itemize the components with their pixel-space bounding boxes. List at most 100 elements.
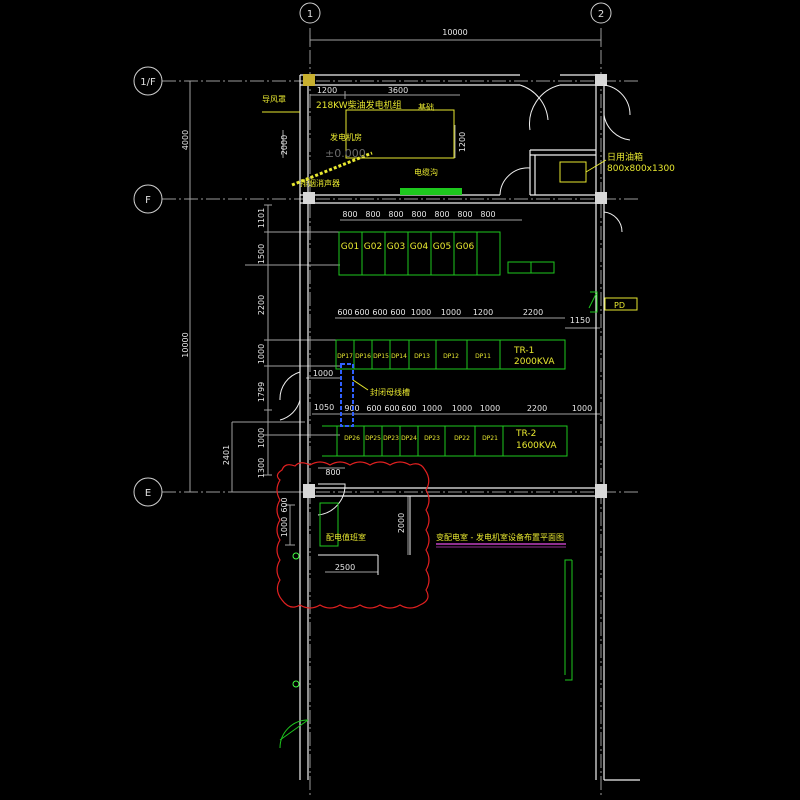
dim-room-2000: 2000 [397, 513, 406, 533]
dim-row2-4: 1000 [411, 308, 431, 317]
exhaust-duct [291, 151, 373, 187]
dim-1500: 1500 [257, 244, 266, 264]
muffler-label: 排烟消声器 [300, 178, 340, 188]
dim-room-2500: 2500 [335, 563, 355, 572]
dim-row2-0: 600 [337, 308, 352, 317]
generator-room-label: 发电机房 [330, 132, 362, 142]
dim-row1-5: 800 [457, 210, 472, 219]
panel-g05: G05 [433, 242, 451, 252]
panel-dp23a: DP23 [383, 435, 399, 442]
oil-tank [559, 161, 587, 183]
transformer-tr1-capacity: 2000KVA [514, 357, 555, 367]
dim-1300: 1300 [257, 458, 266, 478]
axis-label-e: E [145, 488, 151, 499]
panel-dp25: DP25 [365, 435, 381, 442]
transformer-tr1-name: TR-1 [513, 346, 534, 356]
panel-dp12: DP12 [443, 353, 459, 360]
revision-cloud [276, 461, 430, 609]
cable-trench-label: 电缆沟 [414, 167, 438, 177]
dim-2200: 2200 [257, 295, 266, 315]
panel-g06: G06 [456, 242, 475, 252]
oil-tank-size: 800x800x1300 [607, 164, 675, 174]
panel-dp24: DP24 [401, 435, 417, 442]
doors [279, 84, 631, 516]
panel-dp15: DP15 [373, 353, 389, 360]
dim-row1-6: 800 [480, 210, 495, 219]
dim-row1-2: 800 [388, 210, 403, 219]
dim-row1-4: 800 [434, 210, 449, 219]
drawing-title: 变配电室 - 发电机室设备布置平面图 [436, 532, 564, 542]
floor-level: ±0.000 [325, 147, 366, 160]
dim-row2-7: 2200 [523, 308, 543, 317]
dim-top-3600: 3600 [388, 86, 408, 95]
dim-row2-6: 1200 [473, 308, 493, 317]
pd-label: PD [614, 301, 625, 310]
panel-dp21: DP21 [482, 435, 498, 442]
axis-bubbles [133, 2, 612, 507]
axis-label-2: 2 [598, 9, 604, 20]
generator-base-label: 基础 [418, 102, 434, 112]
dim-room-600: 600 [280, 497, 289, 512]
busway-duct [340, 363, 354, 427]
cable-trench [400, 188, 462, 195]
generator-title: 218KW柴油发电机组 [316, 99, 402, 111]
dimension-lines [186, 35, 602, 573]
panel-dp23b: DP23 [424, 435, 440, 442]
dim-row1-3: 800 [411, 210, 426, 219]
dim-1000b: 1000 [257, 428, 266, 448]
panel-dp17: DP17 [337, 353, 353, 360]
dim-row3-1: 600 [366, 404, 381, 413]
generator-set [345, 109, 455, 159]
axis-label-1f: 1/F [140, 77, 156, 88]
dim-row1-1: 800 [365, 210, 380, 219]
dim-row3-3: 600 [401, 404, 416, 413]
oil-tank-label: 日用油箱 [607, 151, 643, 163]
dim-2401: 2401 [222, 445, 231, 465]
dim-1799: 1799 [257, 382, 266, 402]
transformer-tr2-name: TR-2 [515, 429, 536, 439]
panel-dp16: DP16 [355, 353, 371, 360]
panel-dp22: DP22 [454, 435, 470, 442]
dim-left-10000: 10000 [181, 332, 190, 357]
dim-row3-4: 1000 [422, 404, 442, 413]
dim-row2-3: 600 [390, 308, 405, 317]
panel-dp11: DP11 [475, 353, 491, 360]
panel-dp13: DP13 [414, 353, 430, 360]
duty-room-walls [318, 495, 411, 575]
panel-g02: G02 [364, 242, 382, 252]
panel-g04: G04 [410, 242, 429, 252]
walls [299, 74, 640, 781]
axis-label-f: F [145, 195, 151, 206]
duty-room-label: 配电值班室 [326, 532, 366, 542]
dim-row2-1: 600 [354, 308, 369, 317]
busway-leader [352, 379, 369, 391]
dim-room-800: 800 [325, 468, 340, 477]
columns [292, 74, 607, 688]
dim-left-4000: 4000 [181, 130, 190, 150]
transformer-tr2-capacity: 1600KVA [516, 441, 557, 451]
axis-label-1: 1 [307, 9, 313, 20]
dim-1050: 1050 [314, 403, 334, 412]
panel-g01: G01 [341, 242, 359, 252]
dim-1000a: 1000 [257, 344, 266, 364]
pd-box [604, 297, 638, 311]
dim-row3-2: 600 [384, 404, 399, 413]
dim-row3-5: 1000 [452, 404, 472, 413]
dim-row3-6: 1000 [480, 404, 500, 413]
fan-hood-label: 导风罩 [262, 95, 286, 104]
dim-row3-7: 2200 [527, 404, 547, 413]
panel-dp26: DP26 [344, 435, 360, 442]
switchgear-outlines [279, 231, 598, 749]
dim-1000-side: 1000 [313, 369, 333, 378]
panel-g03: G03 [387, 242, 405, 252]
dim-room-1000: 1000 [280, 517, 289, 537]
dim-gen-2000: 2000 [280, 135, 289, 155]
panel-dp14: DP14 [391, 353, 407, 360]
busway-label: 封闭母线槽 [370, 387, 410, 397]
dim-1150: 1150 [570, 316, 590, 325]
dim-gen-1200: 1200 [458, 132, 467, 152]
dim-row2-5: 1000 [441, 308, 461, 317]
oil-tank-leader [585, 159, 607, 173]
dim-top-span: 10000 [442, 28, 467, 37]
dim-row3-8: 1000 [572, 404, 592, 413]
